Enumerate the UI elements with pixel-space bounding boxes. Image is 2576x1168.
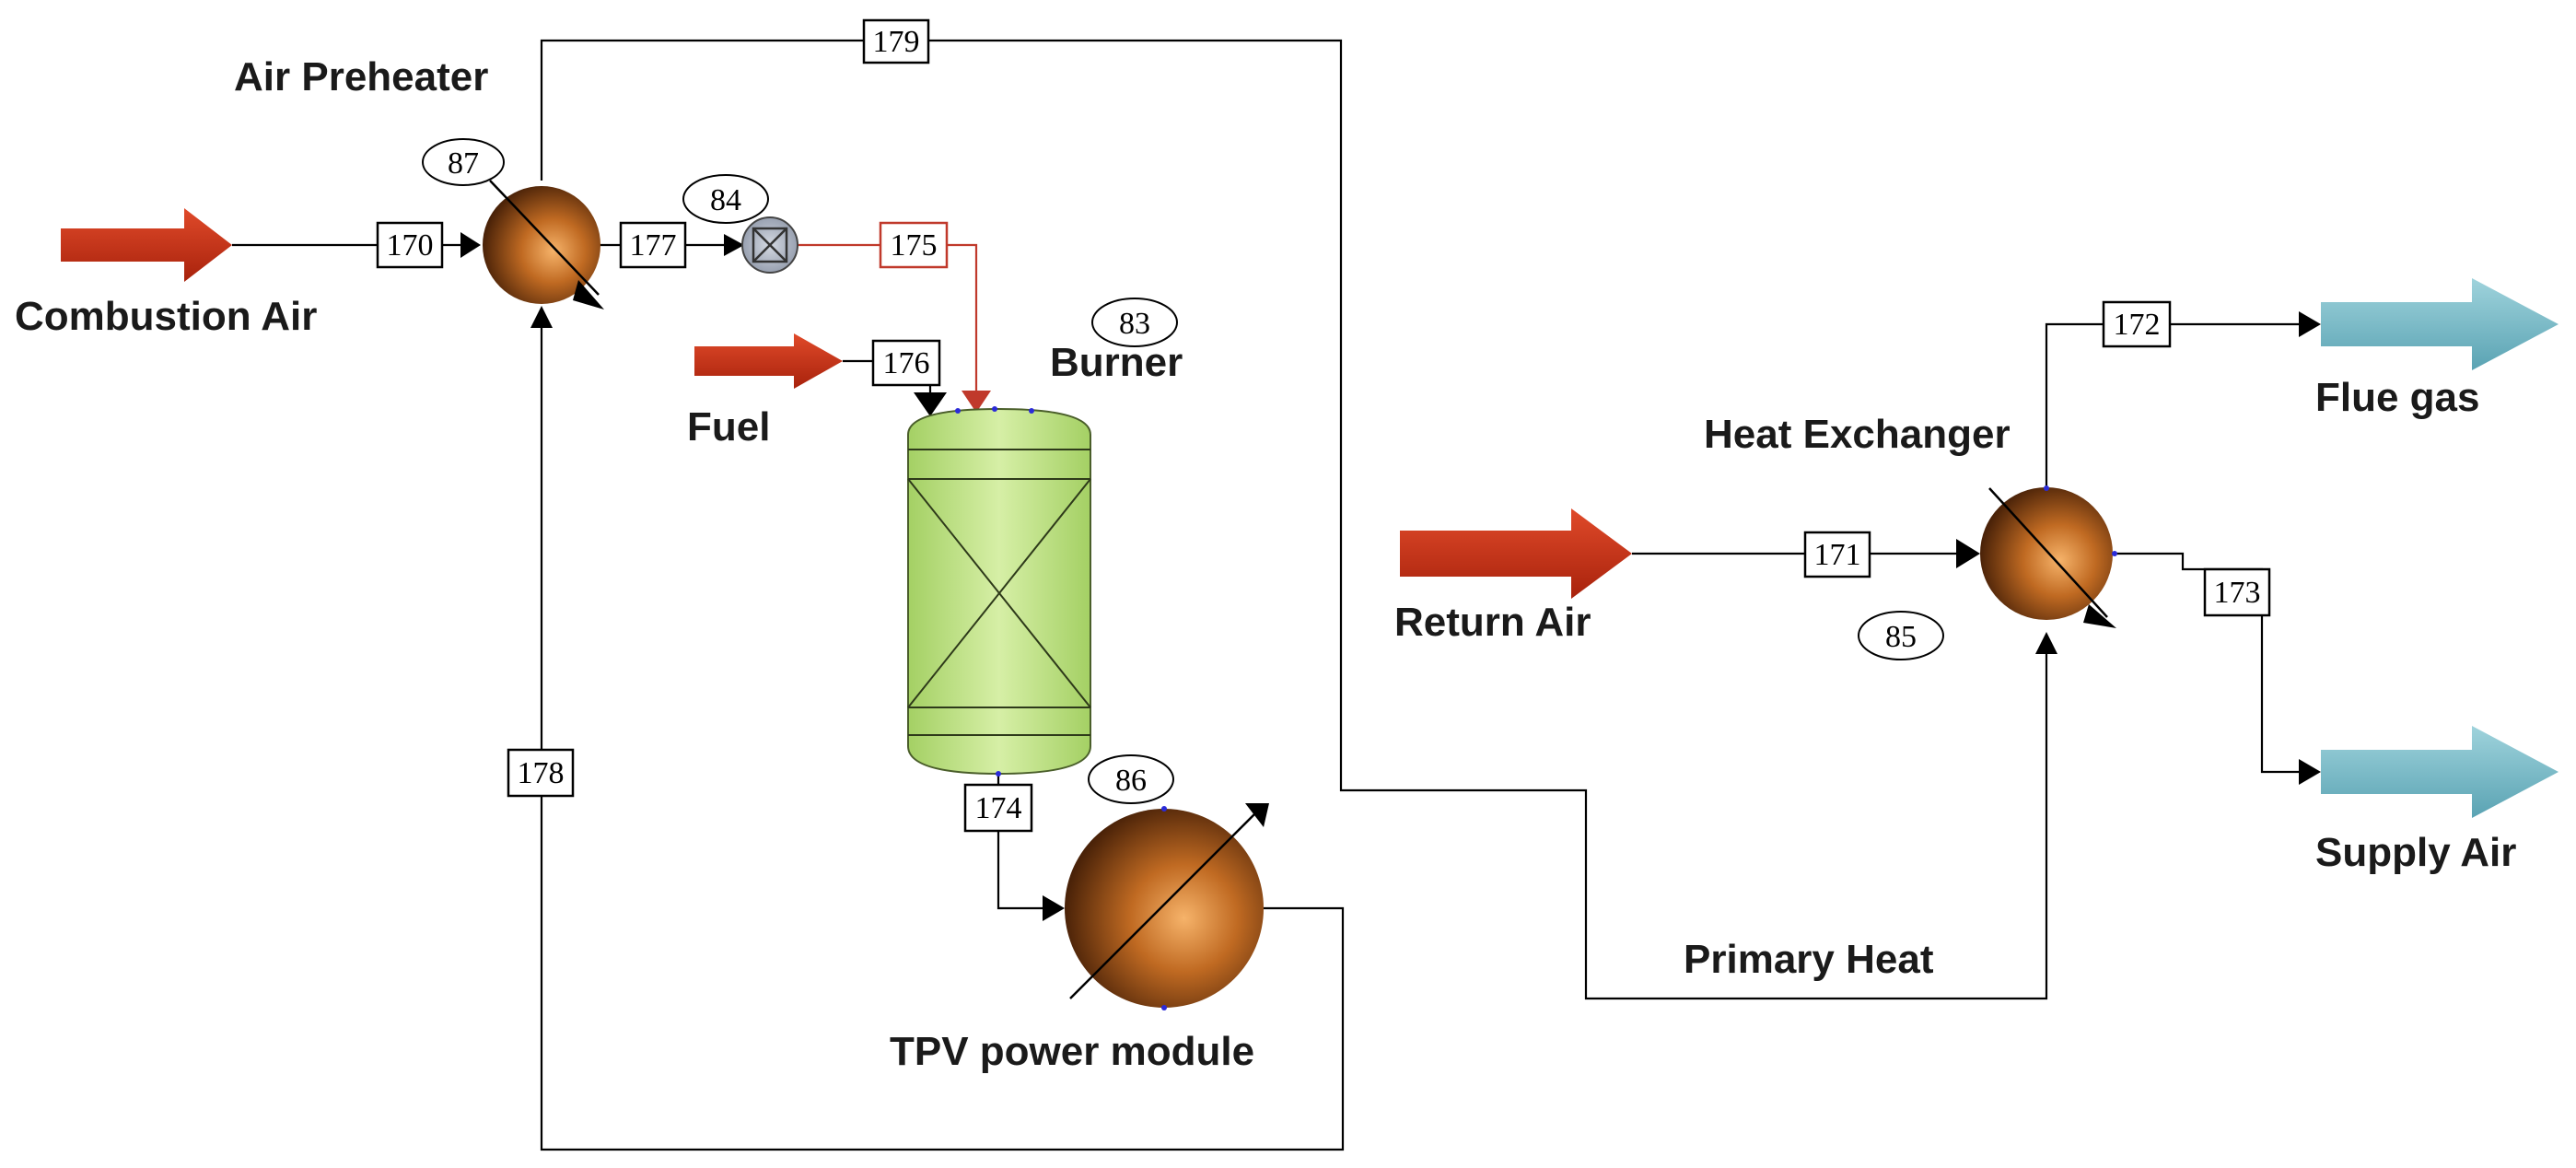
svg-text:174: 174 [975,791,1022,825]
svg-text:171: 171 [1814,538,1861,572]
stream-tag-173[interactable]: 173 [2203,567,2271,617]
arrowhead-177 [724,234,744,256]
stream-tag-172[interactable]: 172 [2102,300,2172,348]
svg-text:84: 84 [710,183,741,217]
svg-text:83: 83 [1119,307,1150,341]
arrowhead-178 [530,306,553,328]
svg-text:176: 176 [883,346,930,380]
heat-exchanger-label: Heat Exchanger [1704,412,2011,457]
svg-text:173: 173 [2214,576,2261,610]
supply-air-outlet-arrow [2321,726,2559,818]
combustion-air-inlet-arrow [61,208,232,282]
stream-tag-170[interactable]: 170 [376,221,444,269]
stream-tag-176[interactable]: 176 [871,339,941,387]
stream-tag-174[interactable]: 174 [963,783,1033,833]
unit-tag-83[interactable]: 83 [1091,298,1178,347]
return-air-label: Return Air [1394,600,1591,645]
burner-vessel[interactable] [907,406,1091,777]
svg-text:172: 172 [2114,308,2161,342]
arrowhead-174 [1043,895,1065,921]
return-air-inlet-arrow [1400,508,1632,599]
unit-tag-86[interactable]: 86 [1088,754,1174,804]
unit-tag-85[interactable]: 85 [1858,611,1944,660]
stream-tag-178[interactable]: 178 [507,748,575,798]
arrowhead-170 [460,232,481,258]
valve-unit[interactable] [741,216,798,274]
arrowhead-176 [914,392,947,416]
svg-text:179: 179 [873,25,920,59]
stream-line-179 [540,39,2048,1000]
svg-text:175: 175 [891,228,938,263]
air-preheater-label: Air Preheater [234,54,488,99]
arrowhead-173 [2299,759,2321,785]
unit-tag-84[interactable]: 84 [682,174,769,224]
arrowhead-179 [2035,632,2057,654]
tpv-power-module-unit[interactable] [1065,803,1269,1010]
stream-line-172 [2045,322,2314,488]
arrowhead-171 [1956,539,1980,568]
arrowhead-172 [2299,311,2321,337]
air-preheater-unit[interactable] [483,180,604,310]
stream-line-178 [540,311,1345,1151]
svg-text:177: 177 [630,228,677,263]
stream-tag-171[interactable]: 171 [1803,531,1871,578]
flue-gas-label: Flue gas [2315,375,2480,420]
stream-line-175 [798,243,978,398]
primary-heat-label: Primary Heat [1684,937,1934,982]
arrowhead-175 [962,391,991,413]
tpv-power-module-label: TPV power module [890,1029,1254,1074]
svg-text:178: 178 [518,756,565,790]
stream-tag-179[interactable]: 179 [862,18,930,64]
fuel-inlet-arrow [694,333,843,389]
stream-tag-177[interactable]: 177 [619,221,687,269]
burner-label: Burner [1050,340,1183,385]
svg-text:86: 86 [1115,764,1147,798]
svg-text:87: 87 [448,146,479,181]
stream-tag-175[interactable]: 175 [879,221,949,269]
svg-text:85: 85 [1885,620,1917,654]
combustion-air-label: Combustion Air [15,294,317,339]
fuel-label: Fuel [687,404,770,450]
unit-tag-87[interactable]: 87 [422,138,505,186]
supply-air-label: Supply Air [2315,830,2516,875]
flue-gas-outlet-arrow [2321,278,2559,370]
heat-exchanger-unit[interactable] [1980,485,2117,628]
svg-text:170: 170 [387,228,434,263]
